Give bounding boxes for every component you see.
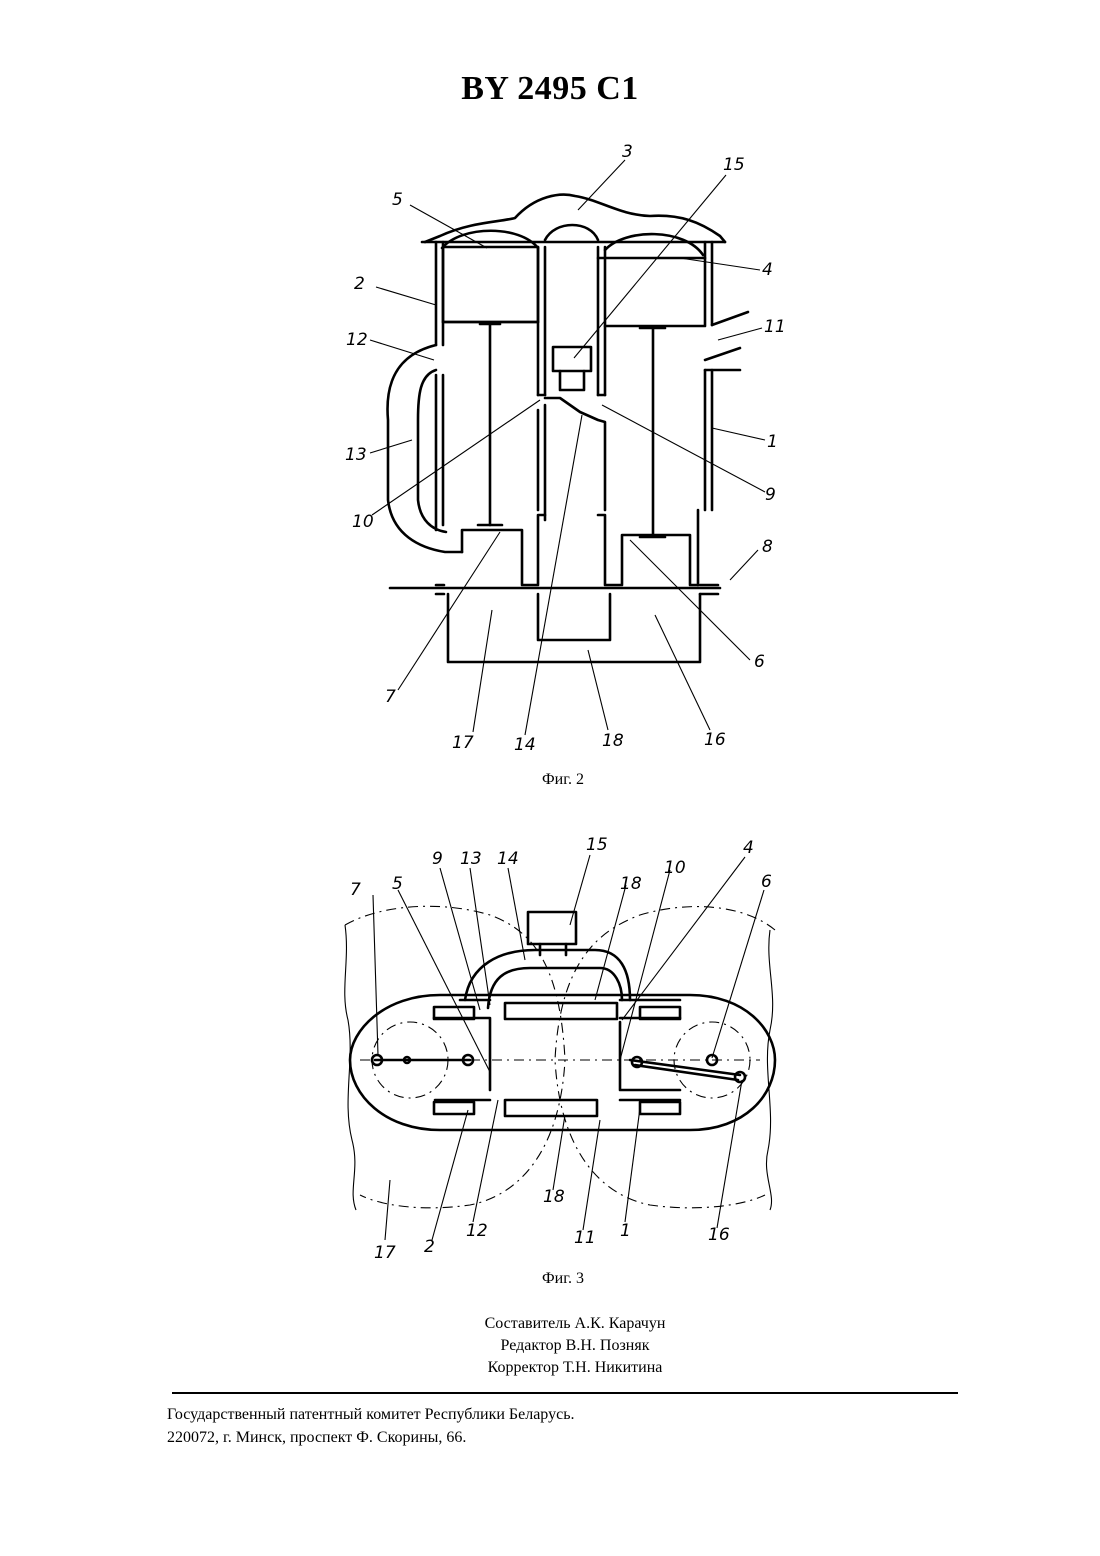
figure-2-caption: Фиг. 2: [463, 771, 663, 789]
proofreader-line: Корректор Т.Н. Никитина: [400, 1357, 750, 1379]
figure-3-drawing: 15 9 13 14 10 4 7 5 18 6 18 17 2 12 11 1…: [330, 830, 790, 1260]
footer-block: Государственный патентный комитет Респуб…: [167, 1403, 575, 1449]
fig2-label: 8: [762, 537, 773, 557]
fig3-label: 1: [620, 1221, 631, 1241]
fig3-label: 13: [460, 849, 482, 869]
fig3-valve: [528, 912, 576, 944]
valve-box: [553, 347, 591, 371]
fig2-label: 1: [767, 432, 778, 452]
fig3-label: 12: [466, 1221, 488, 1241]
fig2-label: 6: [754, 652, 765, 672]
left-dome: [442, 231, 538, 248]
footer-divider: [172, 1392, 958, 1394]
cylinder-head: [425, 195, 725, 242]
fig2-label: 16: [704, 730, 726, 750]
fig2-label: 9: [765, 485, 776, 505]
figure-3-svg: 15 9 13 14 10 4 7 5 18 6 18 17 2 12 11 1…: [330, 830, 790, 1260]
fig3-label: 14: [497, 849, 519, 869]
fig3-label: 18: [543, 1187, 565, 1207]
compiler-line: Составитель А.К. Карачун: [400, 1313, 750, 1335]
fig3-label: 16: [708, 1225, 730, 1245]
figure-2-drawing: 3 15 5 4 2 11 12 1 13 9 10 8 6 7 17 14 1…: [330, 140, 790, 765]
fig2-label: 13: [345, 445, 367, 465]
fig3-label: 7: [350, 880, 361, 900]
figure-3-caption: Фиг. 3: [463, 1270, 663, 1288]
fig2-label: 10: [352, 512, 374, 532]
credits-block: Составитель А.К. Карачун Редактор В.Н. П…: [400, 1313, 750, 1379]
fig3-label: 18: [620, 874, 642, 894]
fig2-label: 2: [354, 274, 365, 294]
fig2-label: 17: [452, 733, 474, 753]
patent-number: BY 2495 C1: [0, 70, 1100, 108]
fig2-label: 4: [762, 260, 773, 280]
footer-address: 220072, г. Минск, проспект Ф. Скорины, 6…: [167, 1426, 575, 1449]
fig3-label: 4: [743, 838, 754, 858]
footer-organization: Государственный патентный комитет Респуб…: [167, 1403, 575, 1426]
fig2-label: 15: [723, 155, 745, 175]
center-dome: [545, 225, 598, 240]
fig3-label: 10: [664, 858, 686, 878]
fig3-label: 6: [761, 872, 772, 892]
fig2-label: 14: [514, 735, 536, 755]
fig3-label: 9: [432, 849, 443, 869]
fig3-label: 17: [374, 1243, 396, 1260]
fig2-label: 3: [622, 142, 633, 162]
engine-body: [350, 995, 775, 1130]
fig3-label: 2: [424, 1237, 435, 1257]
fig3-label: 11: [574, 1228, 596, 1248]
right-dome: [605, 234, 703, 255]
figure-2-svg: 3 15 5 4 2 11 12 1 13 9 10 8 6 7 17 14 1…: [330, 140, 790, 765]
fig2-label: 7: [385, 687, 396, 707]
fig2-label: 5: [392, 190, 403, 210]
left-piston: [443, 247, 538, 322]
fig2-label: 11: [764, 317, 786, 337]
fig2-label: 12: [346, 330, 368, 350]
fig3-label: 5: [392, 874, 403, 894]
fig2-label: 18: [602, 731, 624, 751]
fig3-label: 15: [586, 835, 608, 855]
editor-line: Редактор В.Н. Позняк: [400, 1335, 750, 1357]
